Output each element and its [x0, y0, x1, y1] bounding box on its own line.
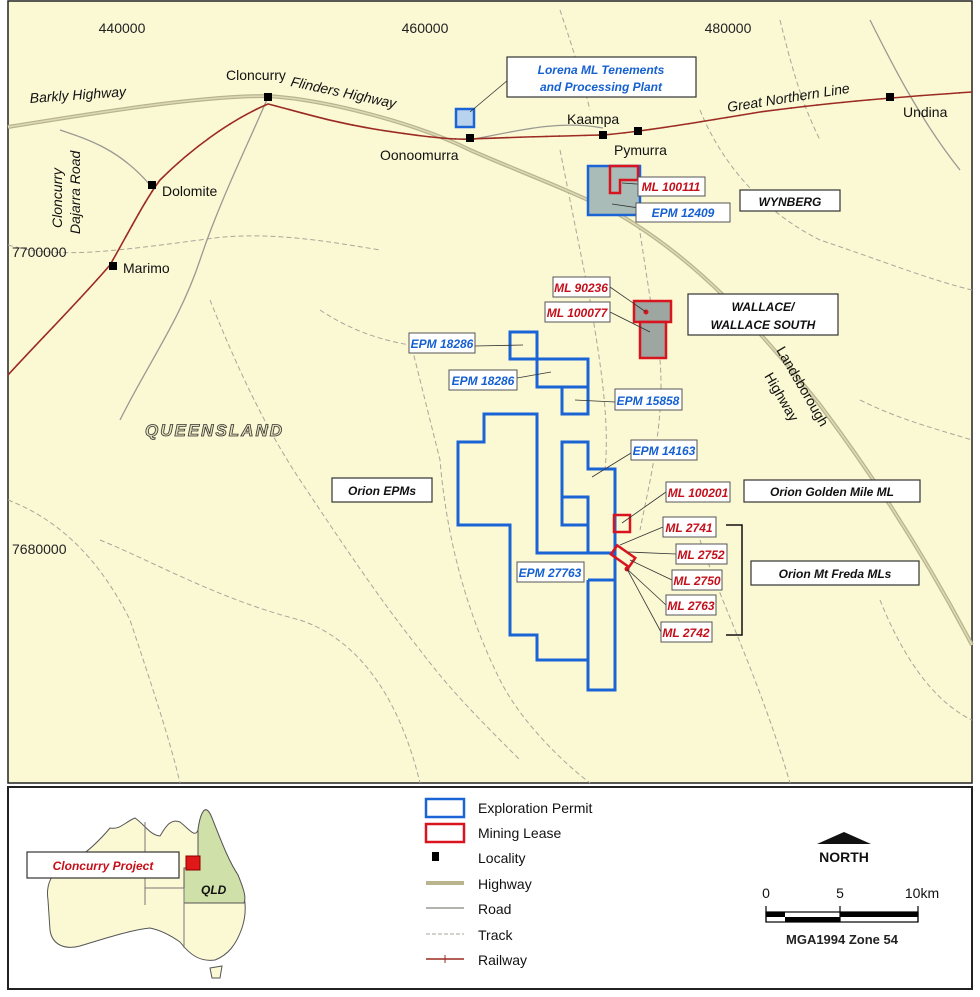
- locality-marker: [264, 93, 272, 101]
- locality-marimo: Marimo: [123, 260, 170, 276]
- map-area: [7, 0, 973, 784]
- lorena-tenement: [454, 107, 476, 129]
- label-ml-100201: ML 100201: [668, 486, 729, 500]
- scale-tick-label: 10km: [905, 885, 939, 901]
- epm-27763-area: [456, 412, 617, 692]
- locality-dolomite: Dolomite: [162, 183, 217, 199]
- scale-bar: 0 5 10km MGA1994 Zone 54: [762, 885, 939, 947]
- legend-label: Locality: [478, 850, 525, 866]
- orion-mt-freda-ml-areas: [609, 543, 638, 569]
- label-epm-14163: EPM 14163: [633, 444, 696, 458]
- callout-orion-epms: Orion EPMs: [348, 484, 416, 498]
- label-ml-2741: ML 2741: [665, 521, 712, 535]
- label-ml-100077: ML 100077: [547, 306, 609, 320]
- legend-label: Exploration Permit: [478, 800, 592, 816]
- locality-marker: [109, 262, 117, 270]
- australia-inset: [46, 809, 246, 979]
- label-epm-12409: EPM 12409: [652, 206, 715, 220]
- northing-label: 7680000: [12, 541, 67, 557]
- scale-tick-label: 0: [762, 885, 770, 901]
- inset-qld-label: QLD: [201, 883, 227, 897]
- ml-100201-area: [612, 513, 632, 534]
- locality-cloncurry: Cloncurry: [226, 67, 286, 83]
- callout-wallace-line1: WALLACE/: [732, 300, 796, 314]
- label-epm-15858: EPM 15858: [617, 394, 680, 408]
- legend-swatch-locality: [432, 852, 439, 861]
- easting-label: 480000: [705, 20, 752, 36]
- highways: [7, 93, 974, 646]
- road-label-barkly: Barkly Highway: [29, 83, 127, 106]
- easting-label: 440000: [99, 20, 146, 36]
- label-epm-18286-b: EPM 18286: [452, 374, 515, 388]
- callout-wynberg: WYNBERG: [759, 195, 822, 209]
- locality-marker: [148, 181, 156, 189]
- callout-lorena-line1: Lorena ML Tenements: [538, 63, 665, 77]
- projection-label: MGA1994 Zone 54: [786, 932, 899, 947]
- epm-12409-area: [586, 164, 642, 217]
- label-ml-90236: ML 90236: [554, 281, 608, 295]
- locality-marker: [599, 131, 607, 139]
- label-ml-2742: ML 2742: [662, 626, 709, 640]
- label-epm-27763: EPM 27763: [519, 566, 582, 580]
- locality-undina: Undina: [903, 104, 948, 120]
- easting-label: 460000: [402, 20, 449, 36]
- label-ml-2763: ML 2763: [667, 599, 714, 613]
- locality-marker: [886, 93, 894, 101]
- north-label: NORTH: [819, 849, 869, 865]
- project-location-marker: [185, 855, 201, 871]
- legend-swatch-epm: [424, 797, 466, 819]
- localities: Cloncurry Dolomite Marimo Oonoomurra Kaa…: [109, 67, 948, 276]
- inset-project-label: Cloncurry Project: [53, 859, 155, 873]
- legend-label: Mining Lease: [478, 825, 561, 841]
- mt-freda-bracket: [726, 524, 743, 636]
- legend-label: Track: [478, 927, 513, 943]
- label-epm-18286-a: EPM 18286: [411, 337, 474, 351]
- ml-90236-area: [632, 299, 673, 324]
- roads: [59, 19, 961, 421]
- legend-label: Railway: [478, 952, 527, 968]
- scale-tick-label: 5: [836, 885, 844, 901]
- ml-100077-area: [638, 320, 668, 360]
- road-label-dajarra-1: Cloncurry: [49, 167, 65, 228]
- legend-label: Highway: [478, 876, 532, 892]
- road-label-dajarra-2: Dajarra Road: [67, 150, 83, 234]
- legend: Exploration Permit Mining Lease Locality…: [424, 797, 592, 968]
- callout-orion-mt-freda: Orion Mt Freda MLs: [779, 567, 892, 581]
- legend-swatch-ml: [424, 822, 466, 844]
- orion-epms: [456, 330, 617, 692]
- locality-marker: [466, 134, 474, 142]
- railway: [7, 91, 973, 376]
- locality-pymurra: Pymurra: [614, 142, 667, 158]
- locality-marker: [634, 127, 642, 135]
- north-arrow-icon: [817, 832, 871, 844]
- callout-lorena: [506, 56, 697, 98]
- locality-oonoomurra: Oonoomurra: [380, 147, 459, 163]
- region-label-queensland: QUEENSLAND: [145, 421, 284, 440]
- legend-label: Road: [478, 901, 511, 917]
- callout-lorena-line2: and Processing Plant: [540, 80, 663, 94]
- label-ml-2750: ML 2750: [673, 574, 720, 588]
- northing-label: 7700000: [12, 244, 67, 260]
- label-ml-100111: ML 100111: [642, 180, 701, 194]
- label-ml-2752: ML 2752: [677, 548, 724, 562]
- callout-orion-golden-mile: Orion Golden Mile ML: [770, 485, 894, 499]
- locality-kaampa: Kaampa: [567, 111, 619, 127]
- epm-14163-area: [560, 440, 617, 555]
- callout-wallace-line2: WALLACE SOUTH: [711, 318, 816, 332]
